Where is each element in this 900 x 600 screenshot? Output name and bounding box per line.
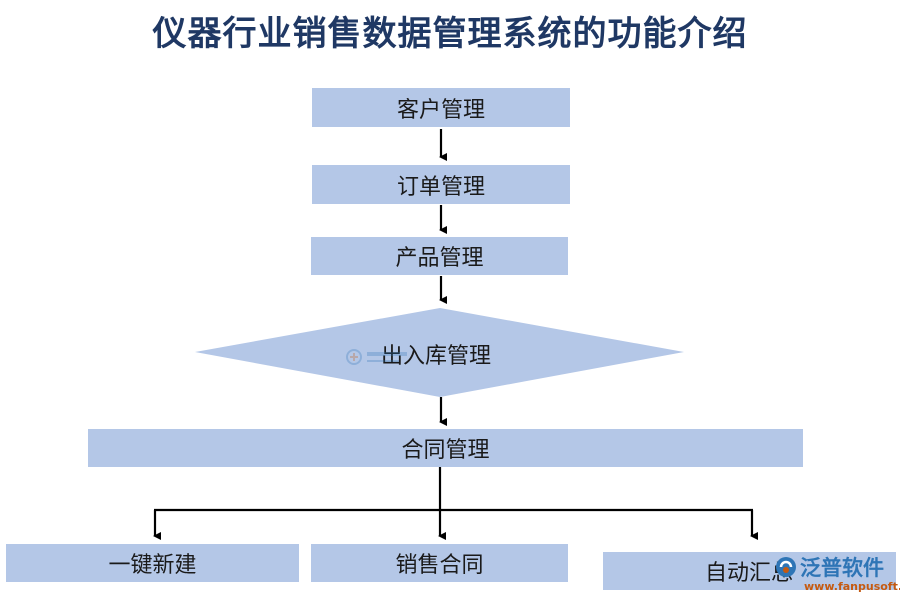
customer-management-label: 客户管理 (396, 97, 485, 123)
brand-watermark: 泛普软件 www.fanpusoft.com (770, 552, 900, 598)
brand-logo-icon (776, 557, 796, 577)
product-management-label: 产品管理 (395, 246, 484, 271)
brand-name: 泛普软件 (800, 556, 884, 580)
branch-box-auto-summary: 自动汇总 (603, 552, 896, 590)
contract-management-box: 合同管理 (88, 429, 803, 467)
branch-label-sales-contract: 销售合同 (395, 553, 484, 578)
warehouse-management-label: 出入库管理 (381, 344, 492, 369)
brand-url: www.fanpusoft.com (804, 580, 900, 593)
branch-label-one-click-create: 一键新建 (108, 553, 197, 578)
product-management-box: 产品管理 (311, 237, 568, 275)
order-management-box: 订单管理 (312, 165, 570, 204)
customer-management-box: 客户管理 (312, 88, 570, 127)
order-management-label: 订单管理 (396, 174, 485, 200)
branch-box-one-click-create: 一键新建 (6, 544, 299, 582)
contract-management-label: 合同管理 (401, 438, 490, 463)
page-title: 仪器行业销售数据管理系统的功能介绍 (152, 14, 748, 54)
watermark-logo-icon (346, 349, 407, 365)
branch-box-sales-contract: 销售合同 (311, 544, 568, 582)
warehouse-diamond (195, 308, 684, 397)
